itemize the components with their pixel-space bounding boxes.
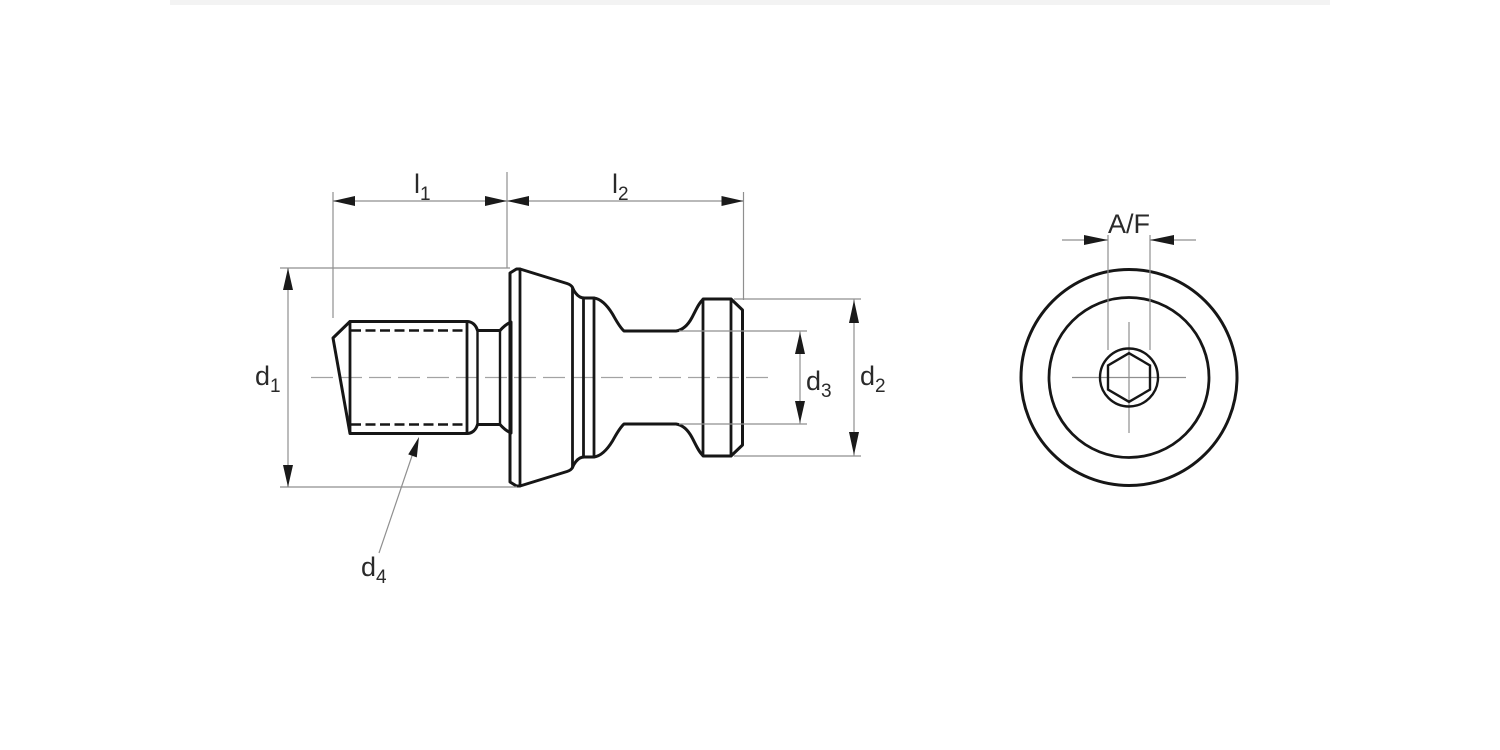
dimension-d3: d3 — [679, 330, 832, 425]
dimension-l1: l1 — [332, 169, 508, 318]
label-af: A/F — [1108, 209, 1150, 239]
arrowhead-d4 — [408, 437, 419, 458]
arrowhead-af-right — [1150, 235, 1174, 245]
leader-d4: d4 — [361, 437, 419, 588]
side-view — [311, 267, 769, 488]
dimension-d2: d2 — [734, 298, 886, 457]
dimension-l2: l2 — [507, 169, 745, 300]
body-outline — [508, 267, 744, 488]
top-edge-bar — [170, 0, 1330, 5]
front-view — [1019, 268, 1239, 487]
arrowhead-d1-top — [283, 268, 293, 290]
arrowhead-d2-top — [849, 300, 859, 323]
arrowhead-d3-top — [795, 332, 805, 354]
dimension-d1: d1 — [255, 267, 517, 488]
label-d3: d3 — [806, 366, 832, 402]
label-l1: l1 — [414, 169, 431, 205]
label-d4: d4 — [361, 552, 387, 588]
arrowhead-d2-bottom — [849, 432, 859, 455]
leader-line-d4 — [378, 449, 415, 554]
arrowhead-d1-bottom — [283, 465, 293, 487]
label-d2: d2 — [860, 361, 886, 397]
arrowhead-l1-right — [485, 196, 507, 206]
socket-bore-circle — [1098, 347, 1160, 408]
knob-head-circle — [1047, 296, 1211, 459]
flange-outer-circle — [1019, 268, 1239, 487]
arrowhead-af-left — [1084, 235, 1108, 245]
arrowhead-d3-bottom — [795, 401, 805, 423]
label-d1: d1 — [255, 361, 281, 397]
arrowhead-l1-left — [333, 196, 355, 206]
arrowhead-l2-right — [721, 196, 744, 206]
arrowhead-l2-left — [507, 196, 529, 206]
dimension-af: A/F — [1062, 209, 1196, 350]
label-l2: l2 — [612, 169, 629, 205]
hex-socket — [1106, 351, 1152, 404]
